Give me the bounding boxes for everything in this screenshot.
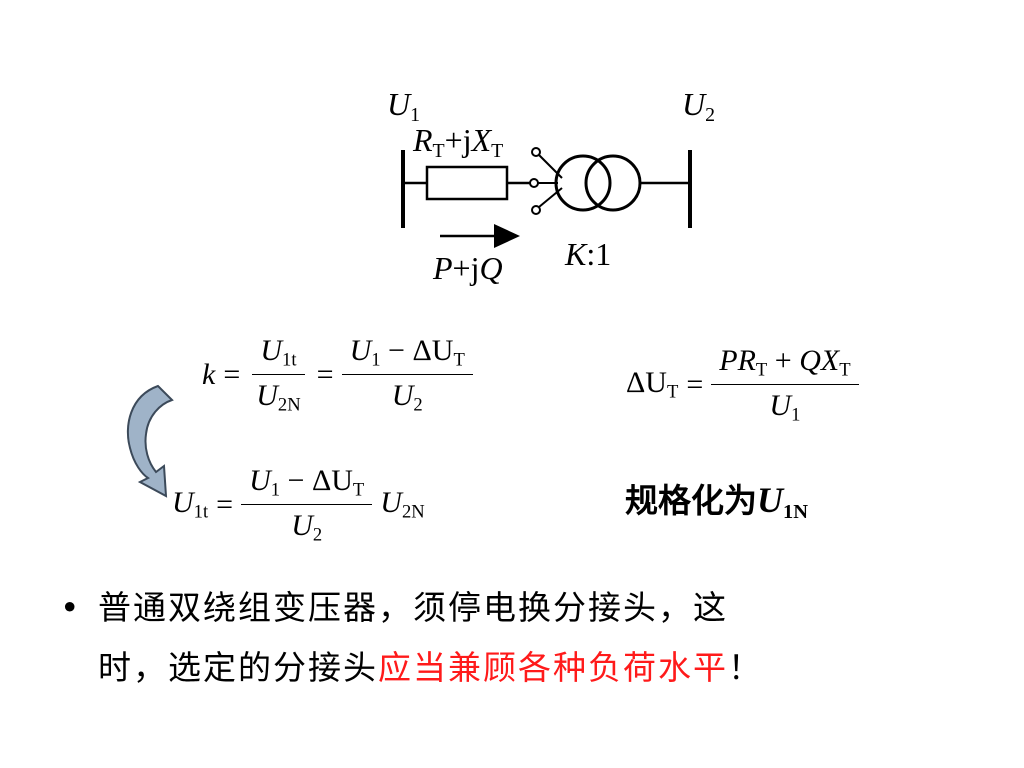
bullet-symbol: • bbox=[60, 588, 82, 627]
power-flow-arrow bbox=[440, 224, 520, 248]
transformer-circuit-diagram bbox=[401, 147, 692, 248]
bus-label-u2: U2 bbox=[682, 86, 716, 126]
normalize-note: 规格化为U1N bbox=[625, 480, 808, 524]
equation-voltage-drop: ΔUT = PRT + QXT U1 bbox=[626, 344, 859, 426]
transformer-secondary-winding bbox=[584, 154, 642, 212]
bullet-line-1: •普通双绕组变压器，须停电换分接头，这 bbox=[60, 578, 980, 638]
bullet-paragraph: •普通双绕组变压器，须停电换分接头，这 时，选定的分接头应当兼顾各种负荷水平！ bbox=[60, 578, 980, 698]
bus-label-u1: U1 bbox=[387, 86, 421, 126]
equation-tap-voltage: U1t = U1 − ΔUT U2 U2N bbox=[172, 464, 425, 546]
highlighted-text: 应当兼顾各种负荷水平 bbox=[378, 648, 728, 687]
impedance-label: RT+jXT bbox=[413, 122, 504, 162]
bullet-line-2: 时，选定的分接头应当兼顾各种负荷水平！ bbox=[98, 648, 763, 687]
impedance-box bbox=[425, 165, 509, 201]
equation-tap-ratio: k = U1t U2N = U1 − ΔUT U2 bbox=[202, 334, 473, 416]
curved-arrow-icon bbox=[126, 384, 174, 498]
power-label: P+jQ bbox=[433, 250, 503, 286]
transformer-primary-winding bbox=[554, 154, 612, 212]
turns-ratio-label: K:1 bbox=[565, 236, 612, 272]
